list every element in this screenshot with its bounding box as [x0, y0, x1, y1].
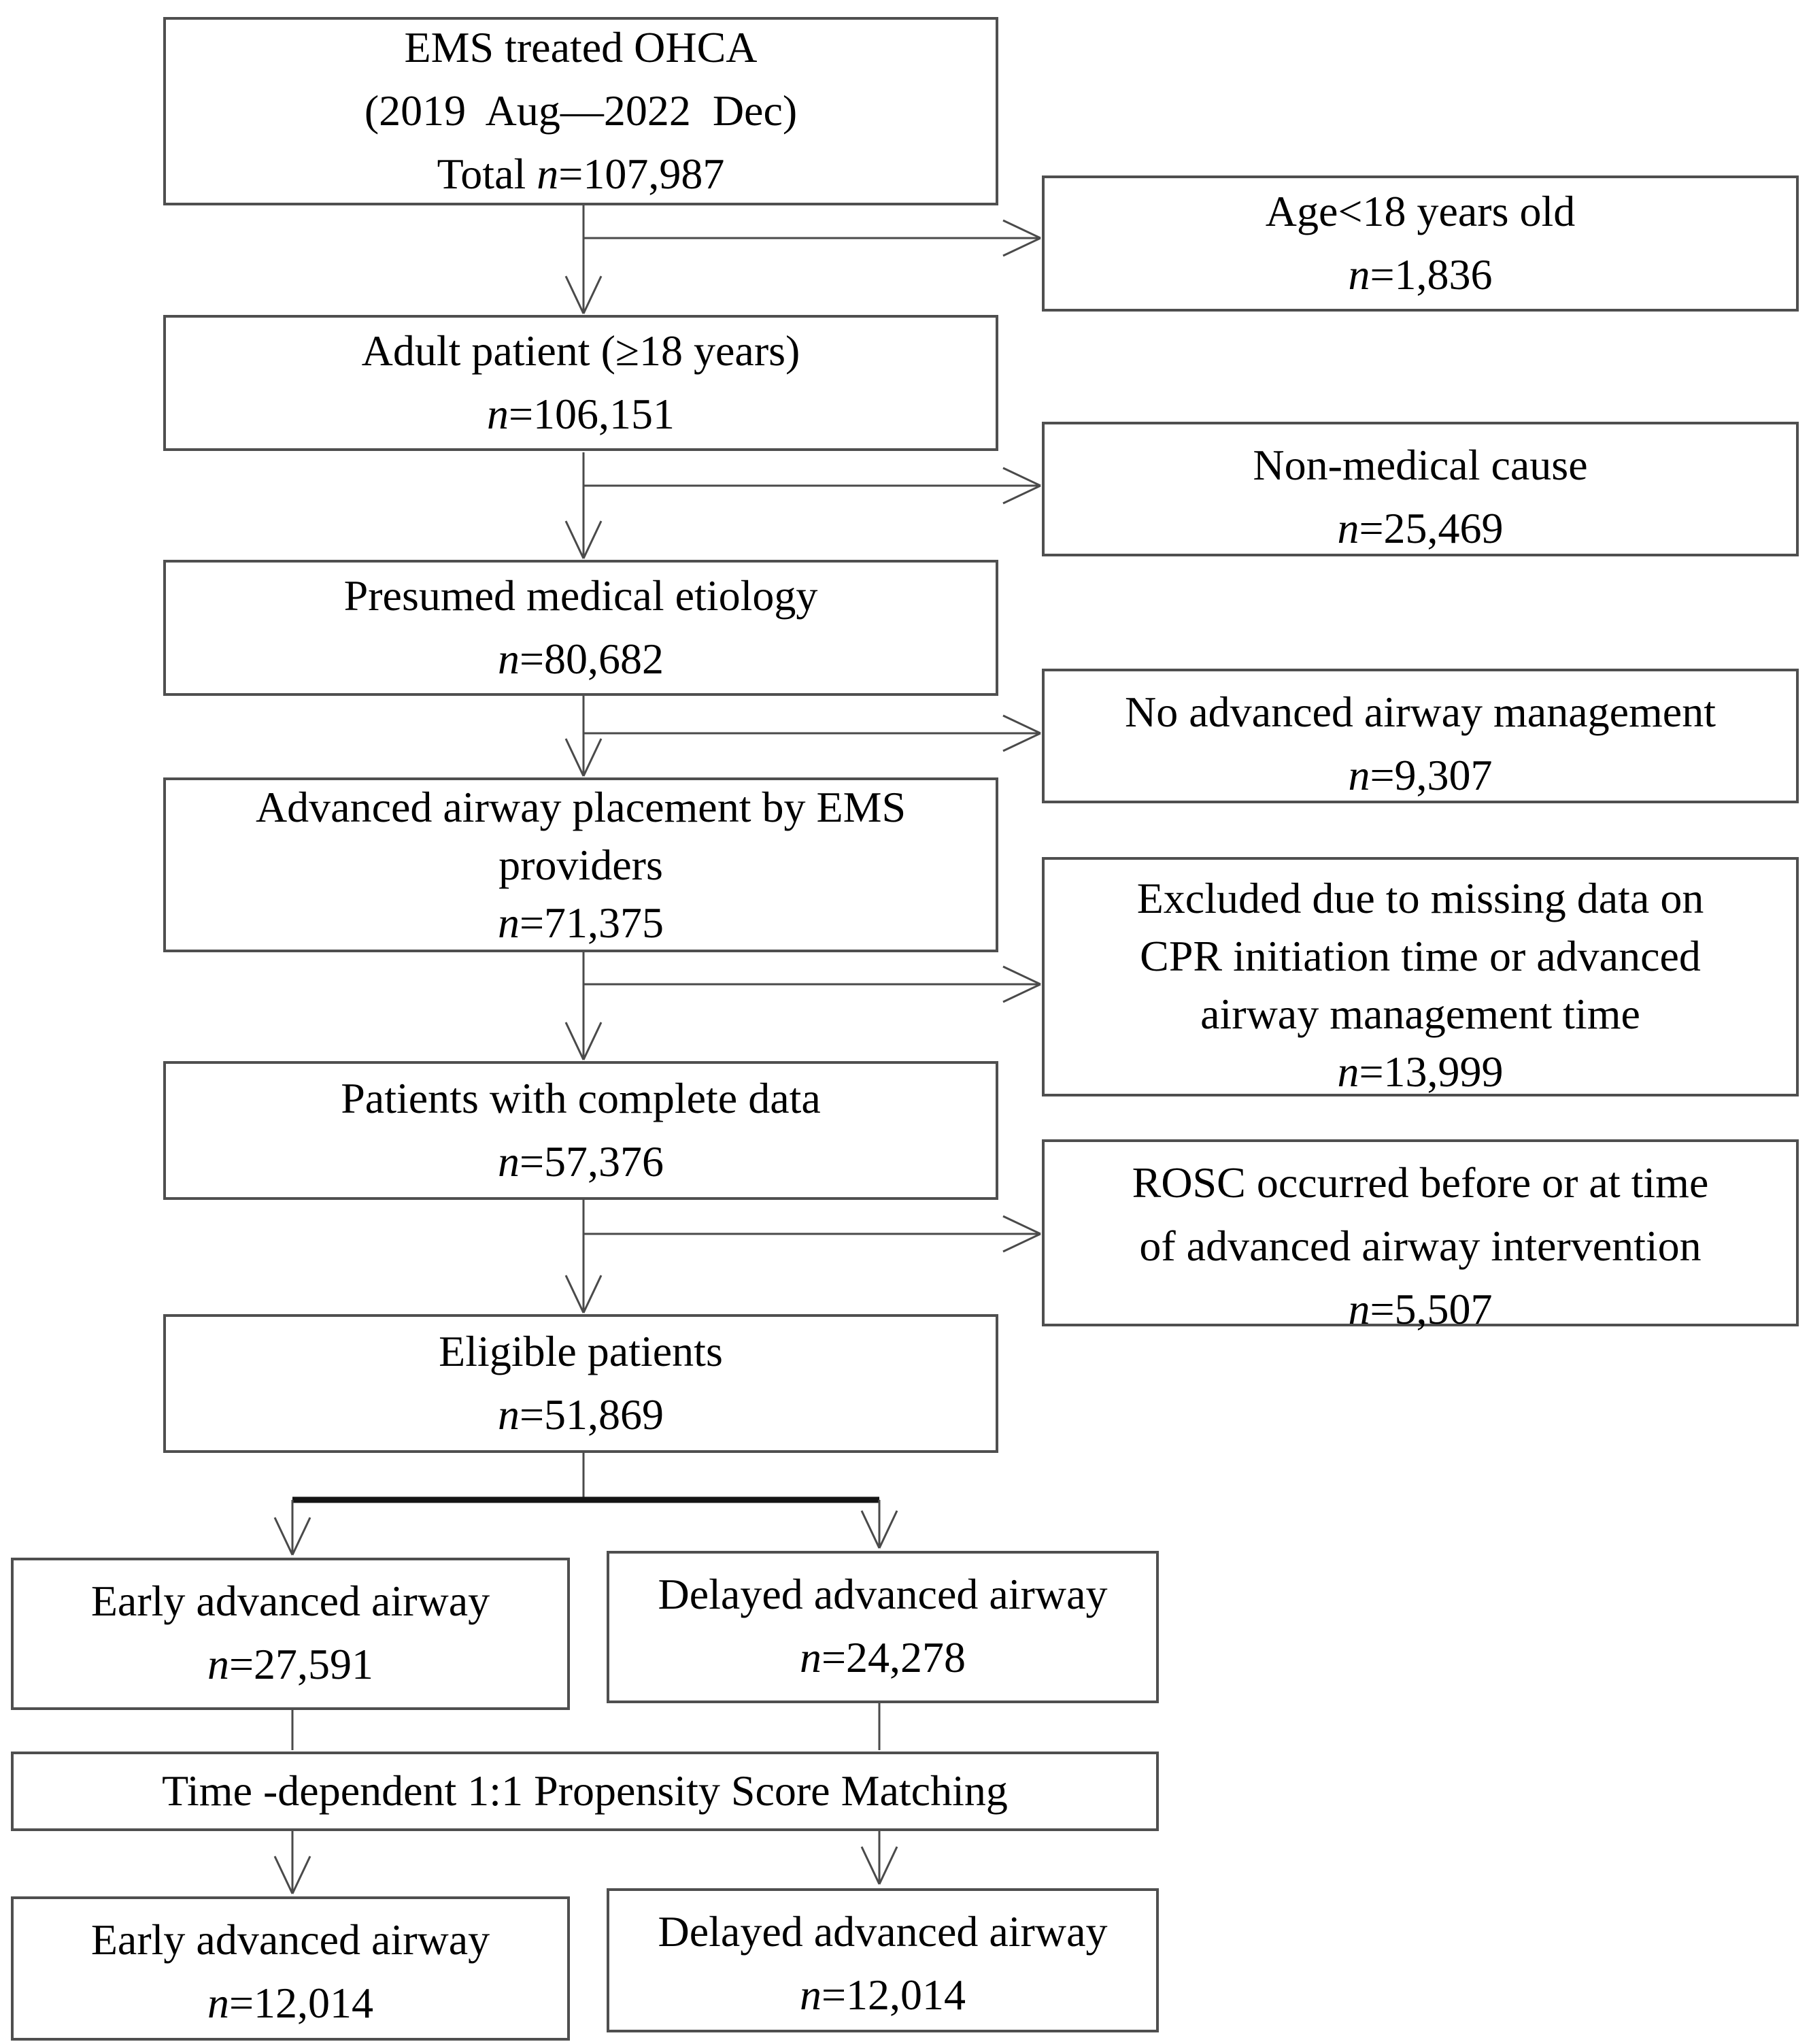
- box-title-line: No advanced airway management: [1125, 688, 1716, 736]
- count-prefix: Total: [437, 149, 537, 198]
- box-title-line: EMS treated OHCA: [404, 23, 758, 72]
- box-title-line: Delayed advanced airway: [658, 1570, 1108, 1618]
- box-title-line: airway management time: [1200, 990, 1640, 1039]
- arrow-to-excl-nonmedical: [583, 467, 1041, 505]
- box-airway-placement: Advanced airway placement by EMS provide…: [163, 777, 998, 952]
- box-early-airway-matched: Early advanced airway n=12,014: [11, 1896, 570, 2041]
- box-propensity-matching: Time -dependent 1:1 Propensity Score Mat…: [11, 1752, 1159, 1831]
- arrow-to-complete-data: [564, 952, 603, 1060]
- arrow-to-excl-rosc: [583, 1215, 1041, 1253]
- patient-count: n=51,869: [497, 1390, 664, 1439]
- patient-count: n=13,999: [1337, 1048, 1504, 1096]
- box-title-line: Presumed medical etiology: [343, 571, 818, 620]
- box-title-line: ROSC occurred before or at time: [1132, 1158, 1709, 1207]
- patient-count: n=12,014: [207, 1978, 374, 2027]
- box-ems-treated-ohca: EMS treated OHCA (2019 Aug—2022 Dec) Tot…: [163, 17, 998, 205]
- patient-count: n=107,987: [537, 149, 725, 198]
- patient-count: n=5,507: [1348, 1284, 1493, 1333]
- box-title-line: Delayed advanced airway: [658, 1907, 1108, 1956]
- box-eligible-patients: Eligible patients n=51,869: [163, 1314, 998, 1453]
- box-title-line: CPR initiation time or advanced: [1140, 932, 1701, 981]
- patient-count: n=57,376: [497, 1137, 664, 1186]
- patient-count: n=25,469: [1337, 503, 1504, 552]
- box-title-line: Age<18 years old: [1265, 187, 1576, 236]
- box-delayed-airway-matched: Delayed advanced airway n=12,014: [607, 1888, 1159, 2032]
- box-delayed-airway-prematch: Delayed advanced airway n=24,278: [607, 1551, 1159, 1703]
- patient-count: n=80,682: [497, 635, 664, 683]
- box-presumed-etiology: Presumed medical etiology n=80,682: [163, 560, 998, 696]
- patient-count: n=12,014: [799, 1970, 966, 2019]
- arrow-to-excl-age: [583, 219, 1041, 257]
- patient-count: n=27,591: [207, 1639, 374, 1688]
- box-title-line: providers: [498, 840, 663, 889]
- box-title-line: Non-medical cause: [1253, 441, 1588, 489]
- arrow-to-airway-placement: [564, 696, 603, 777]
- box-excl-nonmedical: Non-medical cause n=25,469: [1042, 422, 1799, 556]
- arrow-to-early-post: [273, 1831, 311, 1894]
- arrow-to-early-pre: [273, 1500, 311, 1556]
- arrow-to-eligible: [564, 1200, 603, 1313]
- box-early-airway-prematch: Early advanced airway n=27,591: [11, 1558, 570, 1710]
- box-excl-no-airway: No advanced airway management n=9,307: [1042, 669, 1799, 803]
- box-title-block: ROSC occurred before or at time of advan…: [1132, 1152, 1709, 1278]
- box-title-line: Patients with complete data: [341, 1074, 821, 1123]
- box-title-line: (2019 Aug—2022 Dec): [364, 86, 798, 135]
- patient-count: n=106,151: [486, 390, 675, 438]
- patient-count: n=24,278: [799, 1632, 966, 1681]
- arrow-to-excl-missing: [583, 965, 1041, 1003]
- box-title-line: Eligible patients: [439, 1327, 723, 1376]
- arrow-to-excl-no-airway: [583, 714, 1041, 752]
- box-title-line: Early advanced airway: [90, 1915, 490, 1964]
- arrow-to-adult-patient: [564, 205, 603, 314]
- patient-count: n=9,307: [1348, 750, 1493, 799]
- patient-count: n=1,836: [1348, 250, 1493, 299]
- patient-count: n=71,375: [497, 899, 664, 948]
- box-title-line: of advanced airway intervention: [1139, 1221, 1702, 1270]
- box-title-line: Time -dependent 1:1 Propensity Score Mat…: [162, 1766, 1008, 1815]
- box-title-line: Excluded due to missing data on: [1136, 874, 1704, 922]
- box-excl-age: Age<18 years old n=1,836: [1042, 175, 1799, 312]
- box-excl-missing-data: Excluded due to missing data on CPR init…: [1042, 857, 1799, 1096]
- box-title-block: Excluded due to missing data on CPR init…: [1137, 869, 1704, 1043]
- arrow-to-delayed-post: [860, 1831, 898, 1885]
- box-title-line: Advanced airway placement by EMS: [255, 782, 907, 831]
- box-complete-data: Patients with complete data n=57,376: [163, 1061, 998, 1200]
- arrow-to-delayed-pre: [860, 1500, 898, 1549]
- arrow-to-presumed-etiology: [564, 452, 603, 559]
- box-title-line: Adult patient (≥18 years): [361, 326, 800, 375]
- box-adult-patient: Adult patient (≥18 years) n=106,151: [163, 315, 998, 451]
- box-count-line: Total n=107,987: [437, 143, 725, 206]
- box-excl-rosc: ROSC occurred before or at time of advan…: [1042, 1139, 1799, 1333]
- box-title-line: Early advanced airway: [90, 1577, 490, 1625]
